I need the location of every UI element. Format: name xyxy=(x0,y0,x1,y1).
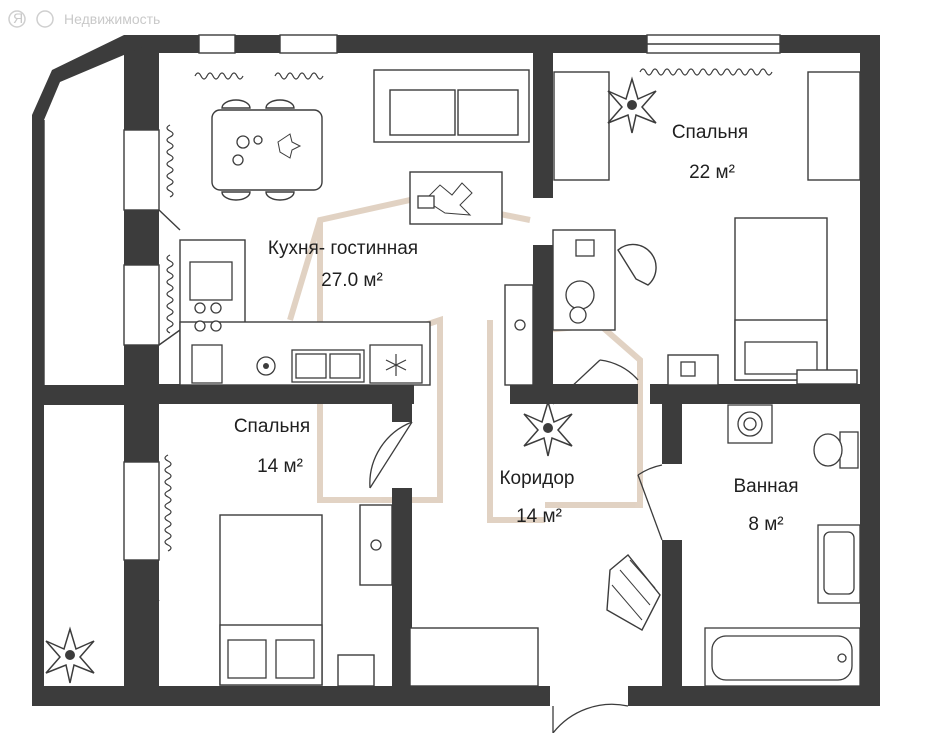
room-area: 14 м² xyxy=(257,456,303,477)
stove-icon xyxy=(256,356,276,376)
room-name: Кухня- гостинная xyxy=(268,238,418,259)
room-area: 22 м² xyxy=(689,162,735,183)
dining-table-icon xyxy=(211,99,323,201)
plant-icon xyxy=(45,626,95,684)
sink-icon xyxy=(817,524,861,604)
windows xyxy=(43,34,781,561)
balcony-doors xyxy=(144,209,181,621)
toilet-icon xyxy=(813,431,859,469)
room-corridor: Коридор 14 м² xyxy=(499,468,574,527)
room-bedroom-large: Спальня 22 м² xyxy=(672,122,748,183)
rug-icon xyxy=(606,554,661,631)
room-name: Коридор xyxy=(499,468,574,489)
coffee-table-icon xyxy=(409,171,503,225)
sofa-icon xyxy=(373,69,530,143)
fridge-icon xyxy=(369,344,423,384)
room-bedroom-small: Спальня 14 м² xyxy=(234,416,310,477)
walls xyxy=(32,35,880,706)
bed-icon xyxy=(734,217,828,381)
nightstand-icon xyxy=(667,354,858,386)
curtains xyxy=(164,68,773,552)
room-area: 8 м² xyxy=(748,514,783,535)
room-kitchen: Кухня- гостинная 27.0 м² xyxy=(268,238,418,291)
nightstand-icon xyxy=(337,654,375,687)
doors xyxy=(369,359,663,733)
bed-icon xyxy=(219,514,323,686)
watermark-badge: Я xyxy=(13,10,23,26)
wardrobe-icon xyxy=(359,504,393,586)
room-bathroom: Ванная 8 м² xyxy=(733,476,798,535)
room-name: Спальня xyxy=(672,122,748,143)
wardrobe-icon xyxy=(553,71,861,181)
room-name: Спальня xyxy=(234,416,310,437)
room-area: 14 м² xyxy=(516,506,562,527)
bench-icon xyxy=(409,627,539,687)
watermark: Я Недвижимость xyxy=(8,10,160,28)
bathtub-icon xyxy=(704,627,861,687)
plant-icon xyxy=(523,399,573,457)
room-area: 27.0 м² xyxy=(321,270,383,291)
desk-icon xyxy=(552,229,657,331)
washer-icon xyxy=(727,404,773,444)
plant-icon xyxy=(607,76,657,134)
room-name: Ванная xyxy=(733,476,798,497)
wardrobe-icon xyxy=(504,284,534,386)
watermark-text: Недвижимость xyxy=(64,11,160,27)
sink-icon xyxy=(291,349,365,383)
